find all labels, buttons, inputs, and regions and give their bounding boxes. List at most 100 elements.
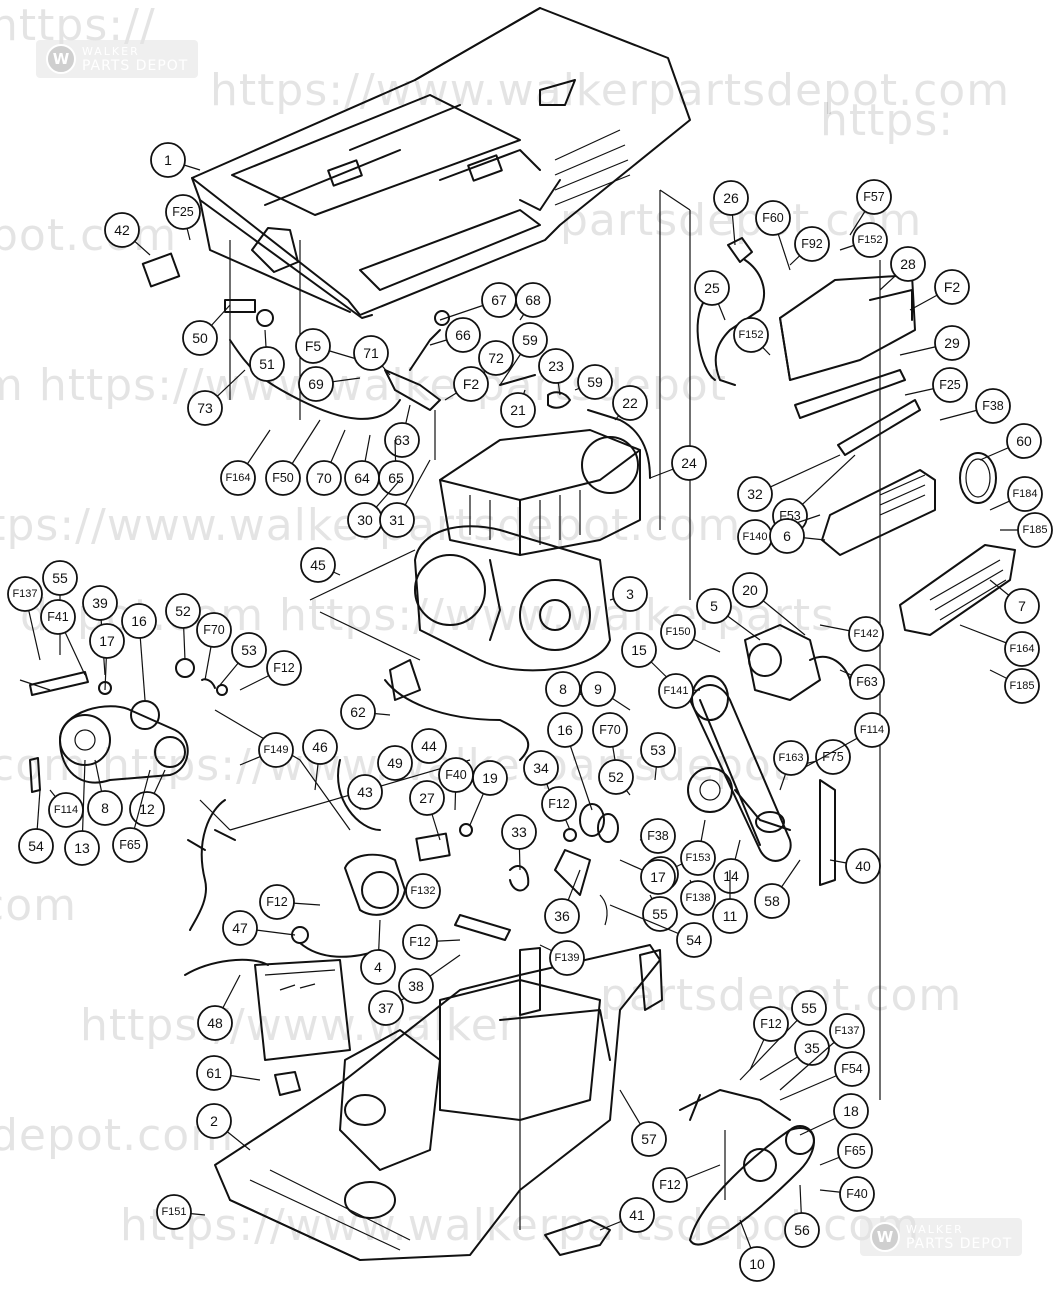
part-callout: 50 [182,304,231,356]
part-callout: F163 [773,740,809,791]
callout-label: 66 [455,327,471,343]
part-callout: 61 [196,1055,261,1091]
part-callout: F57 [849,179,892,236]
callout-label: F57 [863,190,885,204]
callout-circle [541,786,577,822]
callout-label: F12 [273,661,295,675]
part-callout: F2 [909,269,970,311]
watermark-text: pot.com [0,210,177,261]
part-callout: F185 [989,668,1040,704]
part-callout: 55 [739,990,827,1081]
part-callout: 32 [737,454,841,512]
callout-label: F137 [834,1025,859,1037]
callout-label: F5 [305,338,322,354]
callout-circle [660,614,696,650]
part-callout: F65 [819,1133,873,1169]
part-callout: F38 [639,818,676,854]
callout-circle [549,940,585,976]
part-callout: 40 [829,848,881,884]
part-callout: F40 [438,757,474,811]
callout-label: 58 [764,893,780,909]
callout-circle [266,650,302,686]
callout-circle [845,848,881,884]
muffler-assembly [659,189,1016,1100]
callout-label: 59 [587,374,603,390]
callout-circle [934,325,970,361]
walker-parts-depot-logo: W WALKER PARTS DEPOT [36,40,199,78]
callout-circle [249,346,285,382]
callout-circle [40,599,76,635]
callout-label: 36 [554,908,570,924]
part-callout: 10 [739,1219,775,1282]
callout-label: 40 [855,858,871,874]
callout-circle [652,1167,688,1203]
callout-circle [753,1006,789,1042]
part-callout: 33 [501,814,537,871]
callout-circle [852,222,888,258]
callout-circle [378,460,414,496]
callout-label: F50 [272,471,294,485]
part-callout: 6 [769,518,826,554]
part-callout: 44 [411,728,447,764]
part-callout: F25 [165,194,201,241]
callout-label: F149 [263,744,288,756]
callout-circle [398,968,434,1004]
callout-label: 13 [74,840,90,856]
part-callout: F153 [680,819,716,876]
callout-circle [165,194,201,230]
callout-circle [848,616,884,652]
callout-label: 31 [389,512,405,528]
callout-label: F114 [860,724,884,736]
callout-label: 8 [101,800,109,816]
callout-label: F152 [738,329,763,341]
callout-circle [306,460,342,496]
callout-circle [890,246,926,282]
callout-circle [640,818,676,854]
callout-label: 10 [749,1256,765,1272]
callout-circle [733,317,769,353]
callout-circle [773,740,809,776]
walker-parts-depot-logo: W WALKER PARTS DEPOT [860,1218,1023,1256]
callout-label: 72 [488,350,504,366]
callout-label: 28 [900,256,916,272]
part-callout: 17 [619,859,676,895]
callout-label: 25 [704,280,720,296]
part-callout: 68 [515,282,551,321]
callout-label: 55 [52,570,68,586]
watermark-text: https: [820,95,954,146]
callout-circle [784,1212,820,1248]
callout-label: 68 [525,292,541,308]
callout-circle [794,226,830,262]
part-callout: F12 [652,1164,721,1203]
callout-circle [377,745,413,781]
part-callout: F185 [1000,512,1053,548]
part-callout: 64 [344,434,380,496]
callout-circle [409,780,445,816]
callout-label: F25 [939,378,961,392]
callout-label: F65 [119,838,141,852]
belt-drive-right [687,624,851,886]
callout-circle [1017,512,1053,548]
part-callout: 13 [64,759,100,866]
part-callout: F141 [658,673,701,709]
callout-circle [384,422,420,458]
part-callout: F12 [541,786,577,831]
callout-label: 22 [622,395,638,411]
callout-circle [64,830,100,866]
callout-circle [612,385,648,421]
part-callout: F114 [48,789,84,828]
part-callout: 2 [196,1103,251,1151]
callout-label: F151 [161,1206,186,1218]
part-callout: 41 [599,1197,655,1233]
callout-label: F140 [742,531,767,543]
part-callout: 56 [784,1184,820,1248]
callout-circle [640,732,676,768]
callout-circle [259,884,295,920]
callout-circle [755,200,791,236]
callout-label: 71 [363,345,379,361]
callout-circle [934,269,970,305]
callout-circle [696,588,732,624]
callout-label: 44 [421,738,437,754]
part-callout: 73 [187,369,246,426]
part-callout: 20 [732,572,806,636]
